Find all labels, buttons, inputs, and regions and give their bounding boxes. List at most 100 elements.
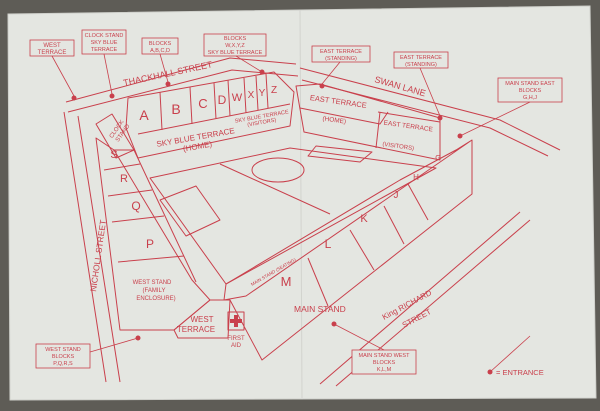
callout-blocks-wxyz-line2: W,X,Y,Z [225, 43, 245, 49]
divider-w-x [243, 77, 247, 114]
divider-m-l [307, 257, 329, 307]
block-q: Q [131, 199, 140, 213]
callout-east-standing-box [311, 45, 371, 63]
callout-main-stand-east-line2: BLOCKS [519, 88, 542, 94]
callout-clock-stand-line3: TERRACE [91, 47, 118, 53]
callout-east-standing-2-box [393, 51, 449, 69]
entrance-dot [71, 95, 77, 101]
penalty-area-west [159, 185, 221, 237]
entrance-dot [259, 69, 265, 75]
divider-k-j [383, 205, 405, 245]
entrance-dot [165, 81, 171, 87]
block-a: A [139, 107, 149, 123]
divider-j-h [407, 183, 429, 221]
callout-main-stand-east-line1: MAIN STAND EAST [505, 81, 555, 87]
block-l: L [325, 237, 332, 251]
leader-east-standing [321, 61, 341, 85]
west-stand-front [114, 149, 197, 283]
callout-east-standing-line2: (STANDING) [325, 56, 357, 62]
divider-b-c [189, 86, 193, 125]
leader-blocks-wxyz [235, 55, 263, 73]
north-stand-front [137, 103, 291, 135]
stand-sky-blue-visitors-line2: (VISITORS) [247, 117, 277, 128]
east-terrace-divider [375, 111, 381, 149]
block-x: X [248, 90, 255, 101]
stand-west-terrace-line1: WEST [190, 315, 213, 324]
legend-entrance-text: = ENTRANCE [496, 368, 544, 377]
stand-east-visitors: (VISITORS) [382, 142, 414, 152]
paper-fold [299, 9, 303, 399]
stand-west-family-line1: WEST STAND [133, 280, 172, 286]
stand-west-family-line2: (FAMILY [143, 288, 166, 294]
stand-west-terrace-line2: TERRACE [177, 325, 215, 334]
main-stand-body [229, 140, 473, 361]
swan-lane-line [299, 67, 561, 151]
stand-west-family-line3: ENCLOSURE) [136, 296, 175, 302]
block-c: C [198, 96, 207, 111]
block-y: Y [259, 88, 266, 99]
entrance-dot [457, 133, 463, 139]
west-terrace-outline [173, 299, 231, 339]
leader-main-stand-west [333, 323, 385, 351]
block-d: D [218, 93, 227, 107]
callout-west-stand-blocks-box [35, 343, 91, 369]
stand-east-home: (HOME) [322, 115, 347, 125]
thackhall-street-line [65, 57, 297, 103]
entrance-markers [71, 69, 493, 375]
entrance-dot [109, 93, 115, 99]
cross-horizontal [230, 319, 242, 323]
block-j: J [394, 190, 399, 201]
divider-r-q [107, 189, 153, 197]
callout-west-stand-blocks-line2: BLOCKS [52, 354, 75, 360]
callout-blocks-wxyz-box [203, 33, 267, 57]
callout-main-stand-west-line3: K,L,M [377, 367, 392, 373]
leader-clock-stand [103, 53, 113, 95]
block-w: W [232, 92, 243, 104]
callout-west-terrace-line1: WEST [43, 43, 61, 49]
first-aid-line2: AID [231, 343, 242, 349]
first-aid-cross [230, 315, 242, 327]
entrance-dot [437, 115, 443, 121]
callout-main-stand-east-line3: G,H,J [523, 95, 537, 101]
callout-main-stand-east-box [497, 77, 563, 103]
callout-clock-stand-box [81, 29, 127, 55]
callout-east-standing-line1: EAST TERRACE [320, 49, 362, 55]
swan-lane-line-2 [301, 79, 549, 157]
east-terrace-outline [295, 83, 441, 161]
nicholl-street-line-2 [77, 115, 121, 383]
callout-boxes [29, 29, 563, 375]
callout-west-stand-blocks-line3: P,Q,R,S [53, 361, 73, 367]
block-h: H [413, 173, 419, 182]
divider-s-r [103, 163, 141, 171]
callout-west-terrace-line2: TERRACE [38, 50, 67, 56]
leader-blocks-abcd [159, 53, 169, 83]
divider-q-p [111, 215, 165, 223]
block-k: K [360, 213, 368, 225]
paper-sheet [7, 5, 597, 401]
callout-west-stand-blocks-line1: WEST STAND [45, 347, 81, 353]
halfway-line [219, 163, 331, 215]
stand-main: MAIN STAND [294, 304, 346, 314]
east-terrace-visitors [377, 111, 441, 123]
callout-main-stand-west-line2: BLOCKS [373, 360, 396, 366]
block-z: Z [271, 85, 277, 96]
ink-layer [63, 57, 561, 387]
divider-d-w [227, 79, 231, 117]
block-r: R [120, 173, 128, 185]
callout-main-stand-west-box [351, 349, 417, 375]
divider-c-d [213, 82, 217, 120]
north-stand-outline [125, 71, 295, 159]
block-s: S [110, 149, 117, 161]
divider-l-k [349, 229, 375, 271]
leader-main-stand-east [459, 101, 531, 137]
divider-p-family [117, 255, 185, 263]
block-g: G [435, 155, 440, 162]
callout-main-stand-west-line1: MAIN STAND WEST [359, 353, 411, 359]
pitch-outline [149, 147, 437, 285]
divider-a-b [159, 91, 163, 131]
callout-blocks-abcd-line1: BLOCKS [149, 41, 172, 47]
callout-blocks-wxyz-line3: SKY BLUE TERRACE [208, 50, 263, 56]
callout-blocks-wxyz-line1: BLOCKS [224, 36, 247, 42]
